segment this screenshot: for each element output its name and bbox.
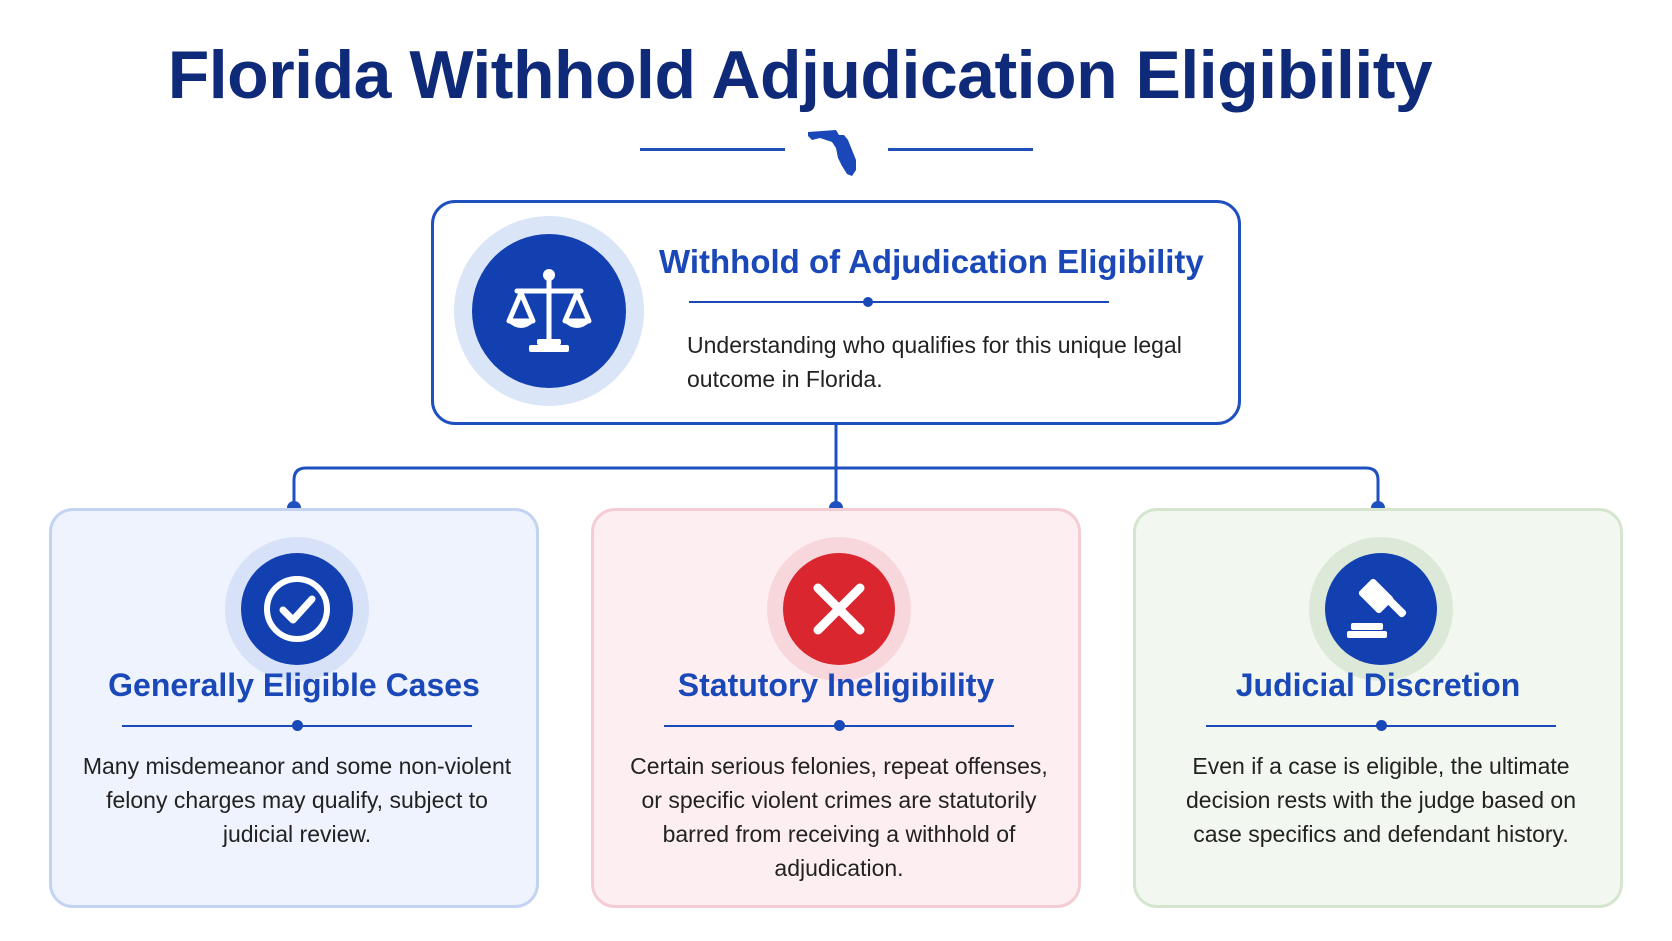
card-divider-dot	[1376, 720, 1387, 731]
main-card-divider	[689, 301, 1109, 303]
card-icon-halo	[225, 537, 369, 681]
card-description: Many misdemeanor and some non-violent fe…	[82, 753, 512, 847]
x-icon	[783, 553, 895, 665]
card-description: Certain serious felonies, repeat offense…	[630, 753, 1048, 881]
checkmark-icon	[241, 553, 353, 665]
title-rule-right	[888, 148, 1033, 151]
scales-icon	[472, 234, 626, 388]
card-icon-halo	[767, 537, 911, 681]
card-title: Judicial Discretion	[1235, 667, 1521, 703]
title-rule-left	[640, 148, 785, 151]
card-divider-dot	[834, 720, 845, 731]
main-card-title: Withhold of Adjudication Eligibility	[659, 243, 1204, 280]
page-title: Florida Withhold Adjudication Eligibilit…	[167, 37, 1433, 113]
card-title: Generally Eligible Cases	[108, 667, 480, 703]
card-divider-dot	[292, 720, 303, 731]
card-statutory-ineligibility: Statutory Ineligibility Certain serious …	[591, 508, 1081, 908]
card-icon-halo	[1309, 537, 1453, 681]
card-generally-eligible: Generally Eligible Cases Many misdemeano…	[49, 508, 539, 908]
card-title: Statutory Ineligibility	[677, 667, 995, 703]
card-description: Even if a case is eligible, the ultimate…	[1186, 753, 1576, 847]
main-card-description: Understanding who qualifies for this uni…	[687, 332, 1182, 392]
gavel-icon	[1325, 553, 1437, 665]
main-icon-halo	[454, 216, 644, 406]
florida-map-icon	[808, 130, 856, 176]
main-card-divider-dot	[863, 297, 873, 307]
main-card: Withhold of Adjudication Eligibility Und…	[431, 200, 1241, 425]
card-judicial-discretion: Judicial Discretion Even if a case is el…	[1133, 508, 1623, 908]
